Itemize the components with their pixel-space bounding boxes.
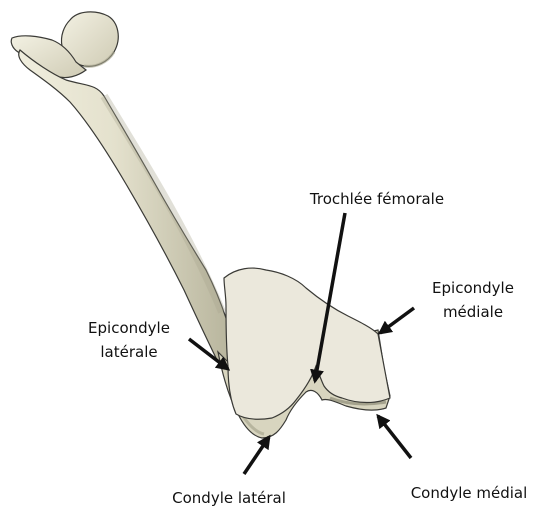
arrow-condyle-medial xyxy=(378,416,411,458)
cut-surface xyxy=(224,268,390,419)
label-condyle-lateral: Condyle latéral xyxy=(172,489,286,507)
label-epicondyle-medial-line2: médiale xyxy=(443,303,503,321)
arrow-epicondyle-medial xyxy=(380,308,414,333)
label-condyle-medial: Condyle médial xyxy=(411,484,528,502)
label-epicondyle-lateral-line2: latérale xyxy=(100,343,157,361)
arrow-condyle-lateral xyxy=(244,437,269,474)
label-epicondyle-medial-line1: Epicondyle xyxy=(432,279,514,297)
label-epicondyle-lateral-line1: Epicondyle xyxy=(88,319,170,337)
label-trochlea: Trochlée fémorale xyxy=(309,190,444,208)
